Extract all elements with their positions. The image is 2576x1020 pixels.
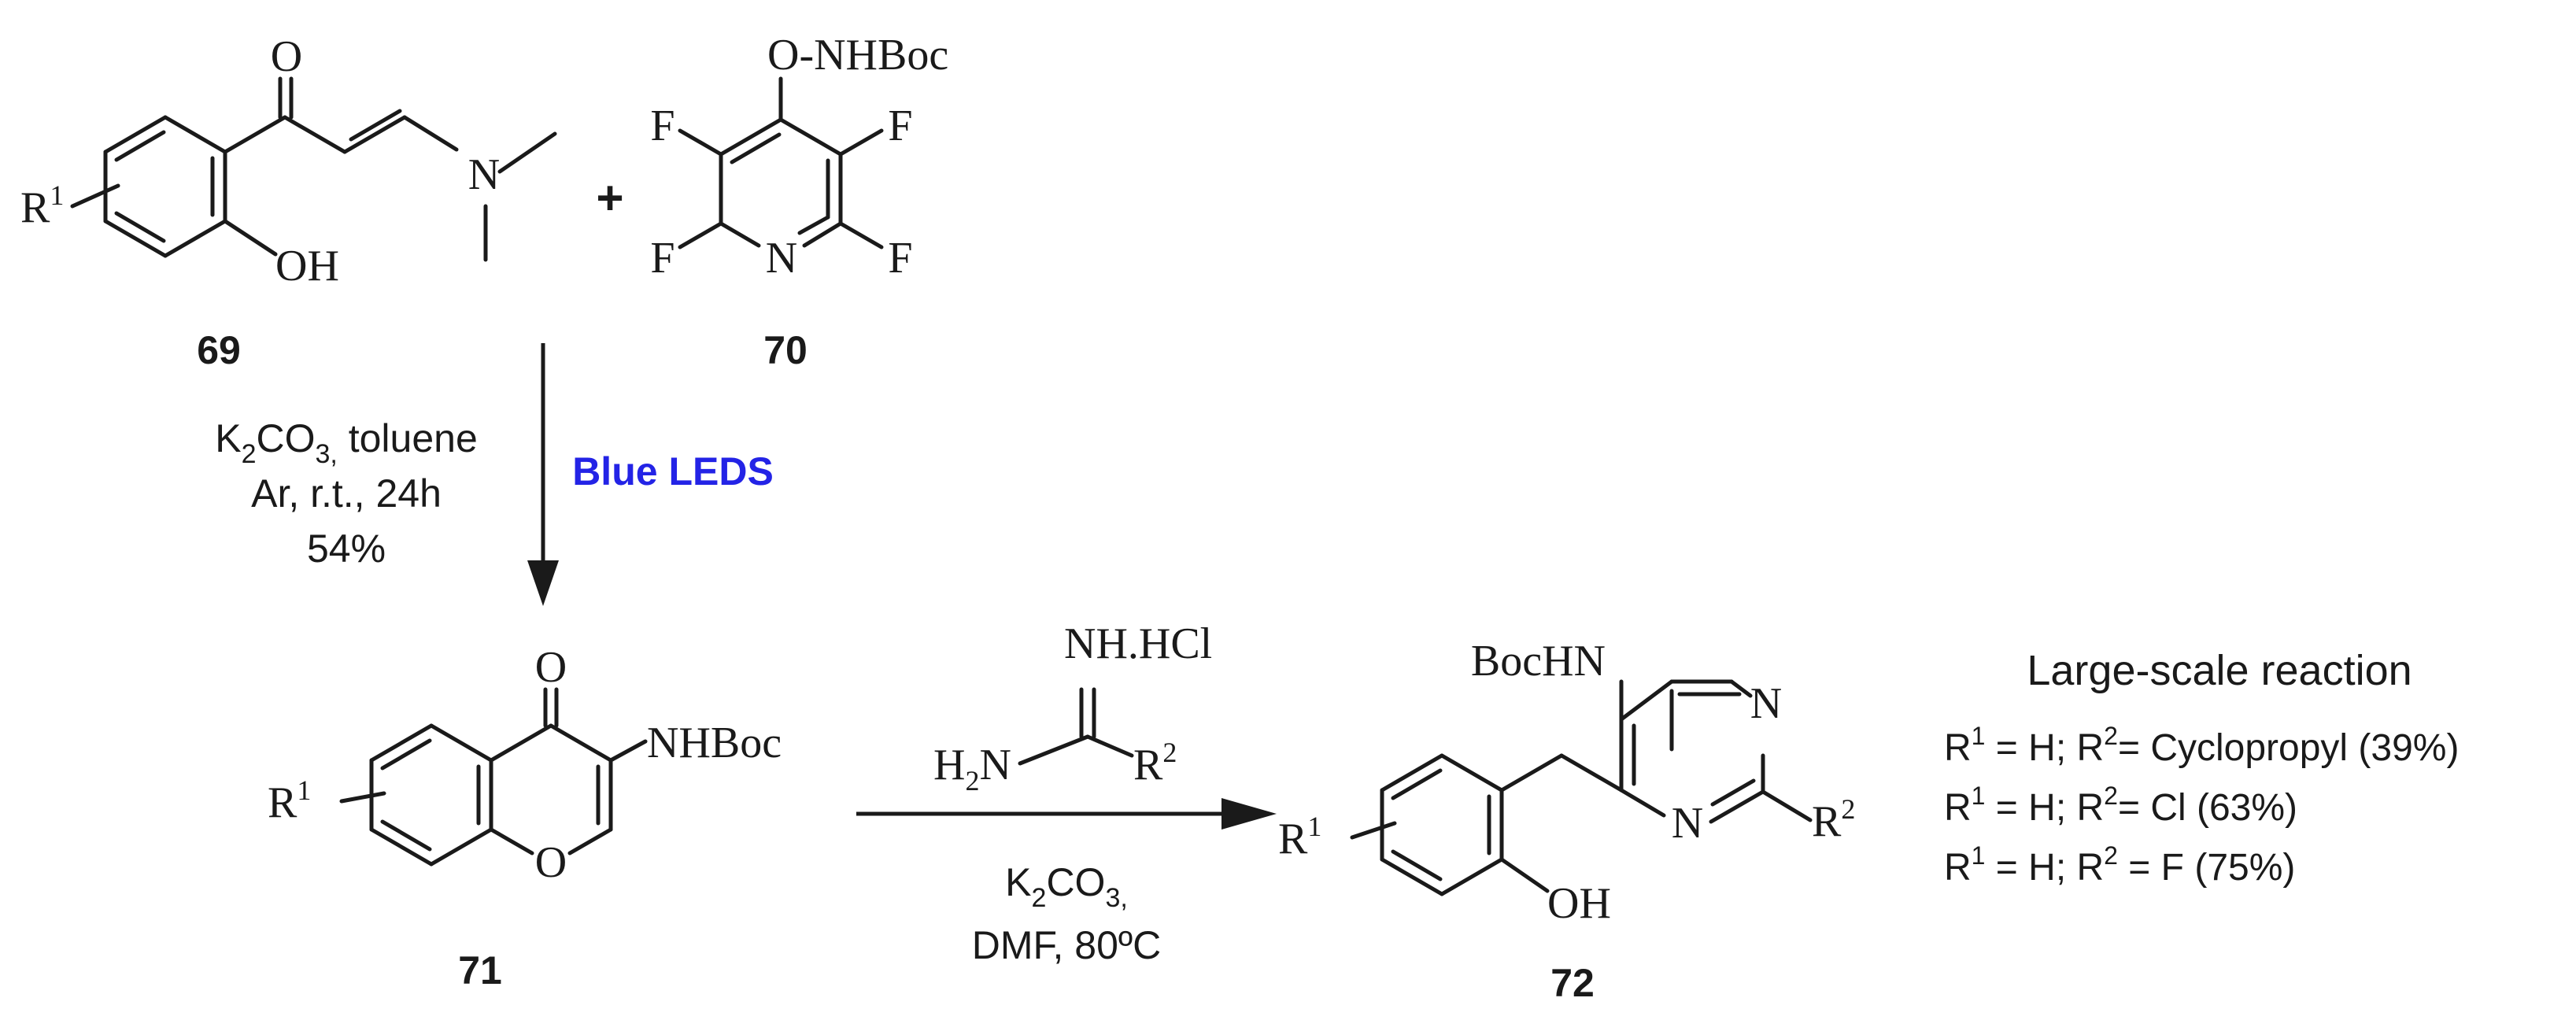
results-panel: Large-scale reaction R1 = H; R2= Cyclopr…: [1944, 647, 2459, 889]
compound-71-bonds: [339, 687, 648, 867]
compound-70-label: 70: [763, 328, 808, 372]
compound-70-f2: F: [888, 234, 912, 283]
amidine-nh-hcl: NH.HCl: [1064, 619, 1212, 668]
amidine-h2n: H2N: [933, 741, 1011, 796]
compound-72-hydroxyl: OH: [1547, 879, 1611, 928]
step1-yield: 54%: [307, 527, 386, 571]
compound-71-ring-o: O: [535, 838, 567, 887]
plus-sign: +: [596, 172, 623, 224]
compound-72-n3: N: [1750, 679, 1782, 728]
compound-70-f3: F: [650, 102, 674, 150]
compound-69-label: 69: [197, 328, 241, 372]
compound-72-n1: N: [1672, 799, 1703, 848]
amidine-r2: R2: [1133, 737, 1177, 789]
step1-arrow: [527, 343, 559, 606]
compound-72-label: 72: [1550, 961, 1595, 1005]
compound-71: O NHBoc O R1 71: [268, 643, 782, 992]
compound-72: BocHN N N R2 OH R1 72: [1278, 637, 1855, 1005]
step1-reagents: K2CO3, toluene: [215, 416, 478, 469]
compound-70: O-NHBoc F F F F N 70: [650, 31, 948, 372]
compound-69-amine-n: N: [468, 150, 500, 199]
step1-conditions: K2CO3, toluene Ar, r.t., 24h 54% Blue LE…: [215, 416, 774, 571]
compound-71-r-group: R1: [268, 774, 311, 827]
results-row-3: R1 = H; R2 = F (75%): [1944, 841, 2295, 889]
results-title: Large-scale reaction: [2027, 647, 2412, 694]
step1-light-source: Blue LEDS: [572, 449, 774, 493]
compound-69-r-group: R1: [20, 179, 64, 232]
compound-72-r1: R1: [1278, 811, 1321, 863]
compound-69-hydroxyl: OH: [275, 242, 339, 290]
compound-72-bochn: BocHN: [1471, 637, 1606, 686]
compound-72-r2: R2: [1812, 793, 1855, 846]
compound-69: O N OH R1 69: [20, 32, 557, 372]
compound-70-bonds: [678, 76, 884, 249]
step1-atmosphere-time: Ar, r.t., 24h: [251, 471, 442, 516]
compound-70-f4: F: [650, 234, 674, 283]
step2-arrow: [856, 798, 1277, 830]
compound-70-f1: F: [888, 102, 912, 150]
results-row-1: R1 = H; R2= Cyclopropyl (39%): [1944, 722, 2459, 769]
step2-reagents: K2CO3,: [1005, 860, 1128, 913]
compound-69-carbonyl-o: O: [271, 32, 302, 81]
compound-71-carbonyl-o: O: [535, 643, 567, 692]
amidine-reagent: NH.HCl H2N R2: [933, 619, 1212, 796]
results-row-2: R1 = H; R2= Cl (63%): [1944, 782, 2297, 829]
compound-70-o-nhboc: O-NHBoc: [767, 31, 948, 79]
step2-conditions: K2CO3, DMF, 80ºC: [972, 860, 1162, 967]
compound-70-ring-n: N: [766, 234, 797, 283]
compound-69-bonds: [70, 76, 557, 262]
step2-solvent-temperature: DMF, 80ºC: [972, 923, 1162, 967]
amidine-bonds: [1018, 687, 1134, 766]
compound-71-label: 71: [458, 948, 502, 992]
compound-72-bonds: [1350, 679, 1813, 896]
compound-71-nhboc: NHBoc: [647, 719, 782, 767]
